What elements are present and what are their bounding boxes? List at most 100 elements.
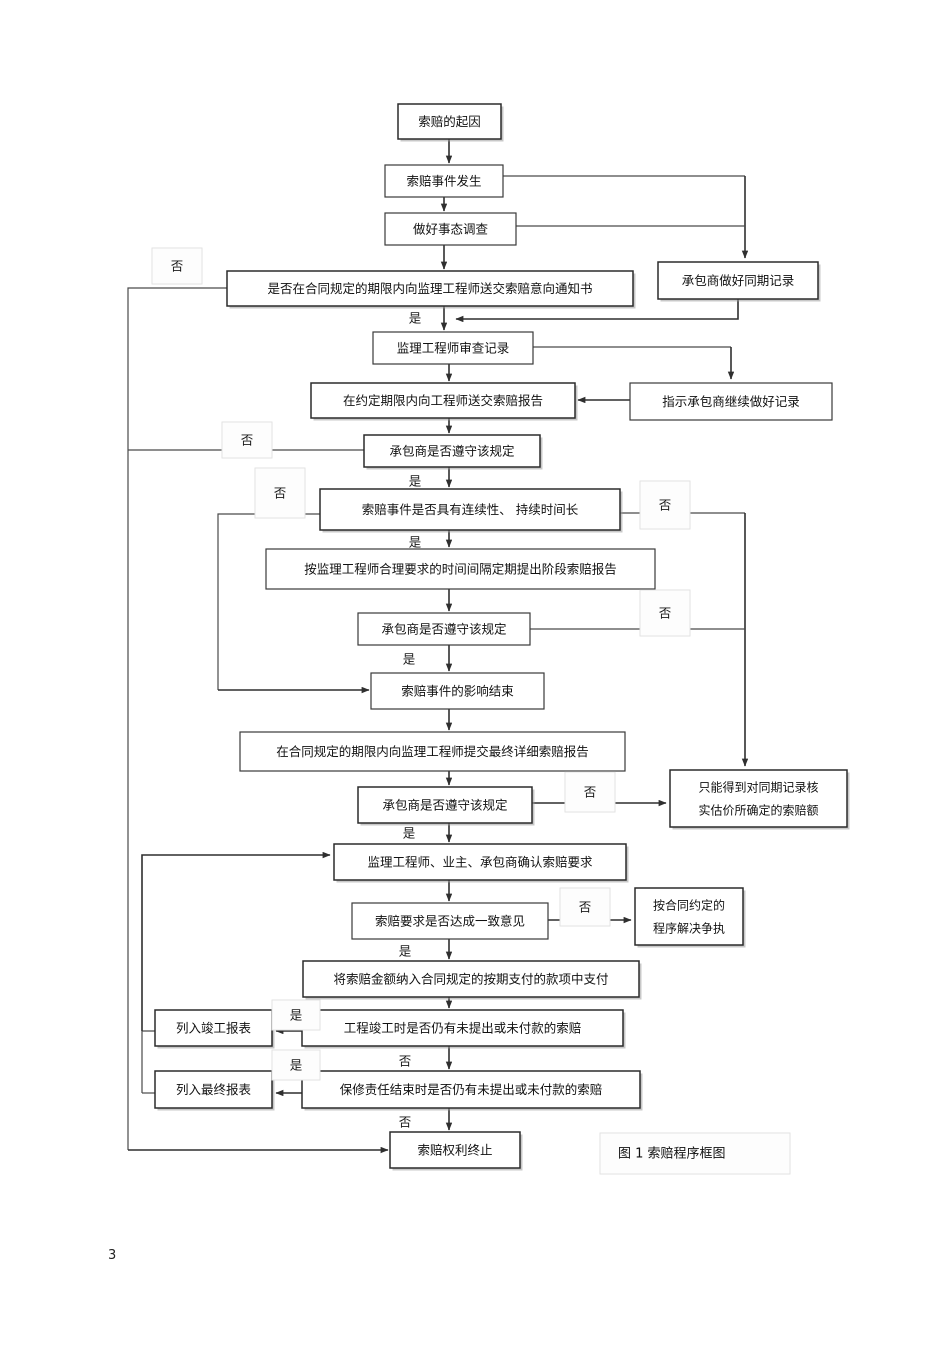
node-box [154, 1009, 273, 1047]
node-box [384, 164, 504, 198]
branch-label-text: 是 [290, 1058, 303, 1073]
node-box [239, 731, 626, 772]
branch-label: 是 [403, 826, 416, 841]
node-label: 做好事态调查 [413, 222, 489, 237]
figure-caption: 图 1 索赔程序框图 [618, 1147, 726, 1162]
branch-label: 是 [409, 535, 422, 550]
flow-node-n6: 监理工程师审查记录 [372, 331, 534, 365]
flow-node-n13: 索赔事件的影响结束 [370, 672, 545, 710]
branch-label-text: 否 [584, 785, 597, 800]
node-box [363, 434, 541, 468]
branch-label-text: 是 [403, 652, 416, 667]
node-box [154, 1070, 273, 1109]
node-label: 按合同约定的 [653, 898, 725, 913]
node-layer: 索赔的起因索赔事件发生做好事态调查承包商做好同期记录是否在合同规定的期限内向监理… [154, 103, 850, 1171]
node-label: 索赔权利终止 [417, 1143, 492, 1158]
flow-node-n3: 做好事态调查 [384, 212, 517, 246]
node-label: 承包商是否遵守该规定 [381, 622, 506, 637]
node-label: 在约定期限内向工程师送交索赔报告 [343, 393, 543, 408]
node-label: 按监理工程师合理要求的时间间隔定期提出阶段索赔报告 [304, 562, 617, 577]
flow-node-n10: 索赔事件是否具有连续性、 持续时间长 [319, 488, 623, 533]
flow-node-n22: 工程竣工时是否仍有未提出或未付款的索赔 [301, 1009, 626, 1049]
branch-label: 是 [399, 944, 412, 959]
flow-node-n1: 索赔的起因 [397, 103, 504, 142]
node-label: 列入竣工报表 [176, 1021, 252, 1036]
node-label: 只能得到对同期记录核 [698, 780, 818, 795]
node-label: 索赔事件是否具有连续性、 持续时间长 [362, 502, 579, 517]
node-label: 索赔要求是否达成一致意见 [375, 914, 525, 929]
node-label: 索赔的起因 [418, 114, 481, 129]
node-box [372, 331, 534, 365]
node-box [226, 270, 634, 307]
flow-node-n18: 索赔要求是否达成一致意见 [351, 902, 549, 940]
branch-label-text: 是 [290, 1008, 303, 1023]
node-label: 列入最终报表 [176, 1082, 252, 1097]
node-label: 承包商做好同期记录 [682, 273, 795, 288]
flow-node-n21: 列入竣工报表 [154, 1009, 275, 1049]
edge-n5-no-left [127, 287, 227, 1150]
flow-node-n24: 保修责任结束时是否仍有未提出或未付款的索赔 [301, 1070, 643, 1111]
branch-label: 是 [271, 1049, 321, 1081]
node-box [657, 261, 819, 300]
branch-label-text: 否 [659, 498, 672, 513]
branch-label: 否 [254, 467, 306, 519]
flow-node-n4: 承包商做好同期记录 [657, 261, 821, 302]
node-box [397, 103, 502, 140]
node-box [357, 612, 531, 646]
flow-node-n15: 承包商是否遵守该规定 [357, 786, 535, 826]
node-label: 承包商是否遵守该规定 [382, 798, 507, 813]
branch-label-text: 否 [274, 486, 287, 501]
flow-node-n8: 在约定期限内向工程师送交索赔报告 [310, 382, 578, 421]
page-number: 3 [108, 1248, 117, 1263]
node-label: 将索赔金额纳入合同规定的按期支付的款项中支付 [333, 972, 608, 987]
branch-label-text: 否 [171, 259, 184, 274]
branch-label-text: 否 [399, 1115, 412, 1130]
branch-label-text: 否 [399, 1054, 412, 1069]
branch-label-text: 是 [409, 311, 422, 326]
branch-label: 否 [399, 1054, 412, 1069]
flow-node-n2: 索赔事件发生 [384, 164, 504, 198]
node-box [302, 960, 640, 998]
node-box [333, 843, 627, 881]
node-box [357, 786, 533, 824]
edge-n4-n6 [455, 299, 739, 323]
branch-label-text: 否 [241, 433, 254, 448]
node-box [669, 769, 848, 828]
node-box [310, 382, 576, 419]
node-box [634, 887, 744, 946]
flow-node-n17: 监理工程师、业主、承包商确认索赔要求 [333, 843, 629, 883]
flow-node-n11: 按监理工程师合理要求的时间间隔定期提出阶段索赔报告 [265, 548, 656, 590]
branch-label: 否 [564, 771, 616, 813]
edge-n21-n23-join [141, 1030, 155, 1093]
node-box [301, 1070, 641, 1109]
branch-label-text: 是 [409, 474, 422, 489]
flow-node-n25: 索赔权利终止 [389, 1131, 523, 1171]
branch-label: 否 [151, 247, 203, 285]
node-label: 保修责任结束时是否仍有未提出或未付款的索赔 [340, 1082, 603, 1097]
node-label-line2: 实估价所确定的索赔额 [698, 803, 818, 818]
flow-node-n9: 承包商是否遵守该规定 [363, 434, 543, 470]
branch-label: 否 [221, 421, 273, 459]
branch-label: 否 [559, 887, 611, 927]
branch-label: 否 [399, 1115, 412, 1130]
node-label: 承包商是否遵守该规定 [389, 444, 514, 459]
node-label: 监理工程师、业主、承包商确认索赔要求 [367, 855, 593, 870]
edge-reports-to-n17 [141, 851, 331, 1031]
edge-n10-no-left [217, 513, 320, 690]
flow-node-n23: 列入最终报表 [154, 1070, 275, 1111]
node-box [370, 672, 545, 710]
branch-label-text: 是 [409, 535, 422, 550]
branch-label-text: 是 [403, 826, 416, 841]
branch-label: 否 [639, 480, 691, 530]
node-box [319, 488, 621, 531]
node-box [265, 548, 656, 590]
node-label: 指示承包商继续做好记录 [662, 394, 800, 409]
branch-label: 是 [409, 474, 422, 489]
branch-label-text: 否 [579, 900, 592, 915]
figure-caption-box: 图 1 索赔程序框图 [599, 1132, 791, 1175]
node-label-line2: 程序解决争执 [653, 921, 725, 936]
